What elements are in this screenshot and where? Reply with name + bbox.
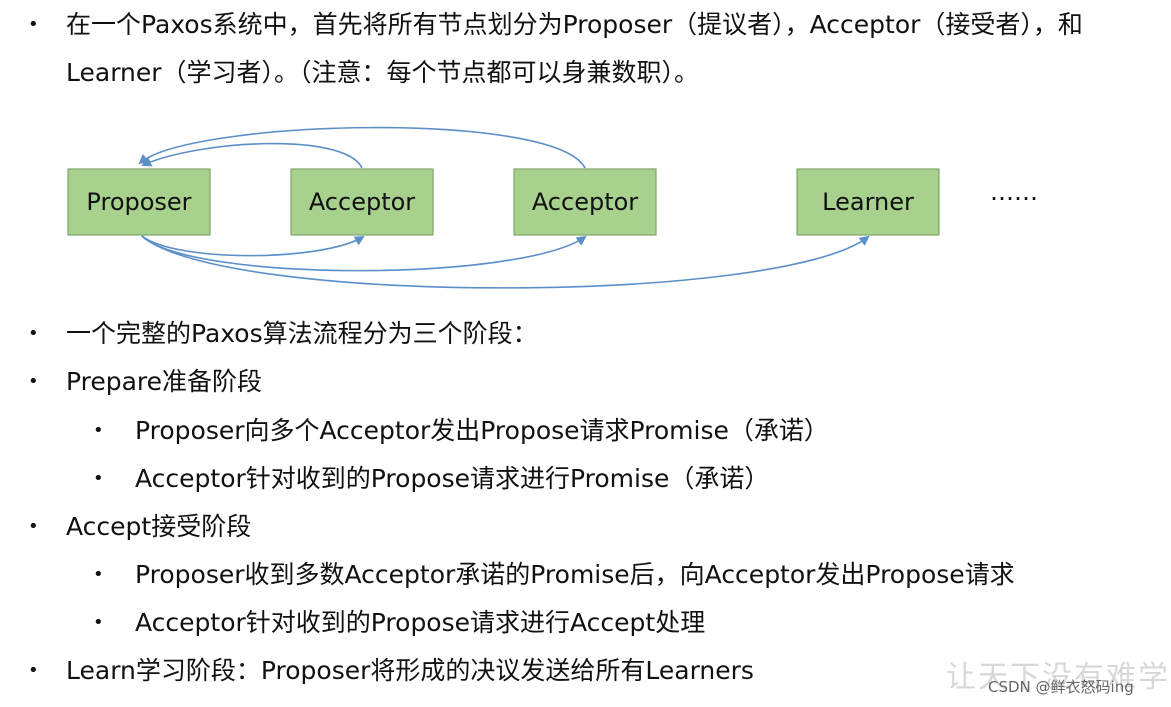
accept-item-1: Proposer收到多数Acceptor承诺的Promise后，向Accepto… — [135, 560, 1015, 589]
watermark: 让天下没有难学的 — [946, 660, 1171, 695]
bullet-marker: • — [28, 660, 39, 681]
prepare-phase-title: Prepare准备阶段 — [66, 367, 263, 396]
node-acceptor-2-label: Acceptor — [532, 188, 638, 216]
bullet-marker: • — [28, 323, 39, 344]
node-acceptor-1: Acceptor — [290, 168, 434, 236]
bullet-marker: • — [93, 564, 104, 585]
phases-overview: 一个完整的Paxos算法流程分为三个阶段： — [66, 319, 538, 348]
arrow-acceptor2-to-proposer — [138, 126, 586, 169]
learn-phase-title: Learn学习阶段：Proposer将形成的决议发送给所有Learners — [66, 656, 754, 685]
node-proposer: Proposer — [67, 168, 211, 236]
bullet-marker: • — [28, 371, 39, 392]
arrow-proposer-to-learner — [141, 235, 870, 289]
accept-phase-title: Accept接受阶段 — [66, 512, 252, 541]
node-proposer-label: Proposer — [86, 188, 191, 216]
bullet-marker: • — [28, 516, 39, 537]
bullet-marker: • — [93, 468, 104, 489]
prepare-item-1: Proposer向多个Acceptor发出Propose请求Promise（承诺… — [135, 416, 829, 445]
node-acceptor-1-label: Acceptor — [309, 188, 415, 216]
bullet-marker: • — [93, 612, 104, 633]
arrow-proposer-to-acceptor1 — [141, 235, 365, 257]
node-learner: Learner — [796, 168, 940, 236]
arrow-proposer-to-acceptor2 — [141, 235, 587, 272]
arrow-acceptor1-to-proposer — [141, 142, 363, 169]
intro-line-1: 在一个Paxos系统中，首先将所有节点划分为Proposer（提议者），Acce… — [66, 10, 1083, 39]
prepare-item-2: Acceptor针对收到的Propose请求进行Promise（承诺） — [135, 464, 770, 493]
csdn-credit: CSDN @鲜衣怒码ing — [988, 678, 1134, 696]
paxos-roles-diagram: Proposer Acceptor Acceptor Learner …… — [67, 126, 1038, 289]
bullet-marker: • — [28, 14, 39, 35]
accept-item-2: Acceptor针对收到的Propose请求进行Accept处理 — [135, 608, 706, 637]
node-learner-label: Learner — [822, 188, 914, 216]
node-acceptor-2: Acceptor — [513, 168, 657, 236]
intro-line-2: Learner（学习者）。（注意：每个节点都可以身兼数职）。 — [66, 58, 700, 87]
diagram-ellipsis: …… — [990, 178, 1038, 206]
bullet-marker: • — [93, 420, 104, 441]
